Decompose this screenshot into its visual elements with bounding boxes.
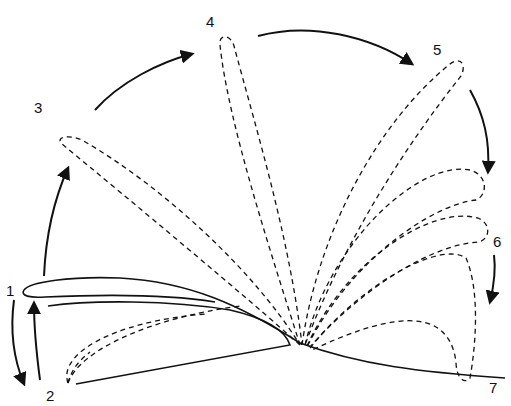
blade-outline xyxy=(302,61,463,345)
motion-arrows xyxy=(12,31,494,384)
motion-arrow xyxy=(12,300,24,384)
callout-number: 1 xyxy=(6,283,14,298)
callout-number: 4 xyxy=(206,14,214,29)
motion-arrow xyxy=(470,90,488,172)
motion-arrow xyxy=(95,54,192,110)
dashed-outlines xyxy=(60,37,488,383)
blade-outline xyxy=(23,290,215,302)
callout-number: 5 xyxy=(433,42,441,57)
motion-arrow xyxy=(44,168,68,276)
callout-number: 7 xyxy=(489,380,497,395)
callout-number: 6 xyxy=(493,234,501,249)
motion-arrow xyxy=(490,255,495,302)
solid-outlines xyxy=(23,278,505,384)
blade-outline xyxy=(68,306,240,383)
blade-outline xyxy=(305,169,484,345)
blade-outline xyxy=(68,352,90,383)
callout-number: 3 xyxy=(34,100,42,115)
blade-outline xyxy=(24,278,505,378)
blade-outline xyxy=(48,302,290,384)
motion-arrow xyxy=(258,31,412,64)
blade-outline xyxy=(310,254,476,381)
motion-arrow xyxy=(34,303,40,380)
blade-outline xyxy=(220,37,302,345)
blade-outline xyxy=(307,216,488,347)
blade-outline xyxy=(60,137,300,345)
callout-number: 2 xyxy=(46,388,54,403)
blade-outline xyxy=(67,314,205,383)
